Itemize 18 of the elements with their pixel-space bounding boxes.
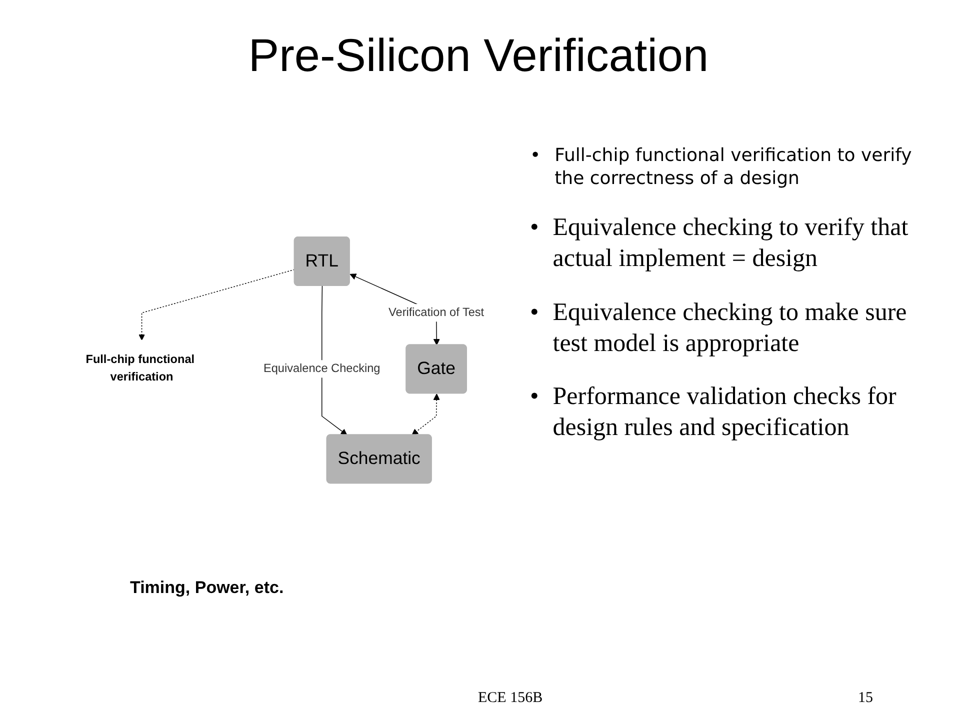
bullet-text: Equivalence checking to make sure test model is appropriate xyxy=(552,298,908,359)
arrow xyxy=(138,269,295,340)
node-text: Full-chip functional verification xyxy=(86,353,195,384)
arrow xyxy=(322,286,348,436)
slide-title: Pre-Silicon Verification xyxy=(247,28,710,82)
bullet-marker: • xyxy=(530,298,539,328)
footer-text: ECE 156B xyxy=(478,690,543,707)
bullet-marker: • xyxy=(530,382,539,412)
bullet-marker: • xyxy=(530,145,541,168)
edge-label: Verification of Test xyxy=(388,306,484,319)
page-number: 15 xyxy=(858,690,873,707)
arrow xyxy=(412,394,440,436)
bullet-text: Equivalence checking to verify that actual implement = design xyxy=(552,213,910,274)
bullet-text: Full-chip functional verification to verify the correctness of a design xyxy=(554,145,913,190)
bullet-marker: • xyxy=(530,213,539,243)
diagram-note: Timing, Power, etc. xyxy=(130,578,284,598)
edge-label: Equivalence Checking xyxy=(263,362,380,375)
bullet-text: Performance validation checks for design rules and specification xyxy=(552,382,898,444)
